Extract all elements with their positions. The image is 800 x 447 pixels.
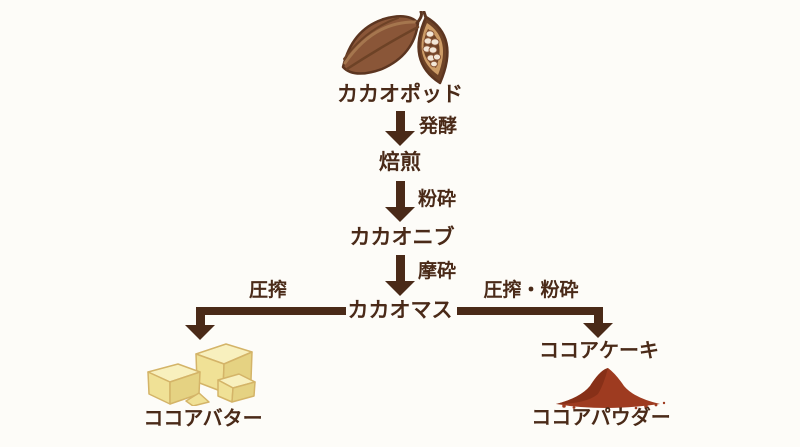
node-cacao-pod-label: カカオポッド [337, 83, 463, 106]
node-cacao-nibs-label: カカオニブ [349, 226, 455, 249]
process-fermentation-label: 発酵 [419, 116, 458, 137]
left-branch-line-drop [196, 307, 205, 325]
process-grinding-label: 摩砕 [418, 261, 457, 282]
process-crushing-label: 粉砕 [418, 189, 457, 210]
cocoa-butter-illustration-icon [147, 343, 256, 406]
node-cocoa-butter-label: ココアバター [143, 408, 263, 430]
crushing-arrow-down-icon [385, 181, 415, 222]
node-cocoa-cake-label: ココアケーキ [539, 340, 659, 362]
fermentation-arrow-down-icon [385, 111, 415, 146]
left-branch-arrowhead-icon [185, 325, 215, 340]
right-branch-arrowhead-icon [583, 323, 613, 338]
left-branch-line [196, 307, 346, 315]
cacao-pod-illustration-icon [341, 11, 449, 85]
right-branch-line-drop [594, 307, 603, 323]
cocoa-powder-illustration-icon [556, 368, 666, 410]
node-roasting-label: 焙煎 [379, 151, 421, 174]
node-cacao-mass-label: カカオマス [347, 299, 453, 322]
node-cocoa-powder-label: ココアパウダー [531, 407, 671, 429]
grinding-arrow-down-icon [385, 255, 415, 296]
right-branch-line [457, 307, 603, 315]
process-pressing-label: 圧搾 [248, 280, 288, 301]
process-pressing-crushing-label: 圧搾・粉砕 [483, 280, 579, 301]
